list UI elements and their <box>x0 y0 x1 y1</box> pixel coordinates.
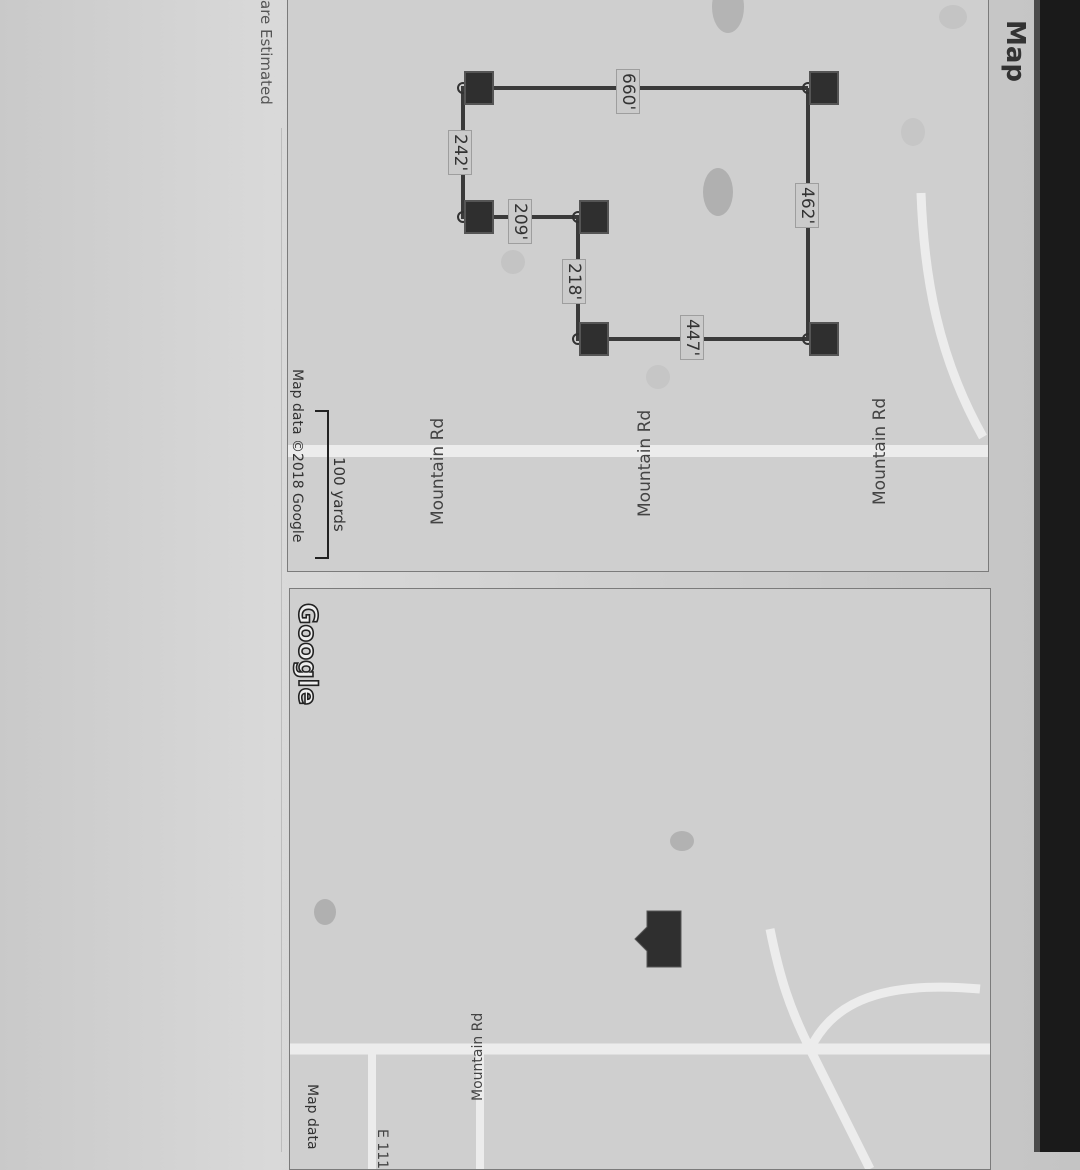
road-label-mountain-rd: Mountain Rd <box>470 1012 486 1101</box>
pond-shape <box>670 831 694 851</box>
flag-marker-icon[interactable] <box>457 71 494 105</box>
page-heading: Map <box>1000 20 1030 83</box>
desk-edge-shadow <box>1034 0 1040 1152</box>
road-mountain-rd <box>288 445 988 457</box>
map-attribution: Map data ©2018 Google <box>289 369 305 543</box>
flag-marker-icon[interactable] <box>457 200 494 234</box>
side-road <box>805 1046 875 1169</box>
road-label-mountain-rd: Mountain Rd <box>428 417 448 525</box>
road-label-mountain-rd: Mountain Rd <box>870 397 890 505</box>
terrain-patch <box>939 5 967 29</box>
pond-shape <box>703 168 733 216</box>
house-marker-icon[interactable] <box>634 910 682 968</box>
terrain-patch <box>901 118 925 146</box>
boundary-line <box>461 86 810 341</box>
flag-marker-icon[interactable] <box>802 71 839 105</box>
map-1-canvas <box>288 0 988 457</box>
terrain-patch <box>501 250 525 274</box>
google-logo: Google <box>291 602 323 706</box>
flag-marker-icon[interactable] <box>572 322 609 356</box>
pond-shape <box>712 0 744 33</box>
scale-label: 100 yards <box>330 457 348 532</box>
pond-shape <box>314 899 336 925</box>
side-road <box>916 192 987 440</box>
map-attribution: Map data <box>304 1084 320 1150</box>
side-road <box>765 928 981 1060</box>
footnote-text: are Estimated <box>257 0 275 105</box>
desk-edge <box>1034 0 1080 1152</box>
flag-marker-icon[interactable] <box>572 200 609 234</box>
road-label-mountain-rd: Mountain Rd <box>635 409 655 517</box>
property-boundary-map[interactable]: 660' 462' 242' 209' 218' 447' Mounta <box>287 0 989 572</box>
map-2-canvas <box>290 831 990 1169</box>
location-overview-map[interactable]: Google Mountain Rd E 1116 Map data <box>289 588 991 1170</box>
road-label-e-1116: E 1116 <box>374 1129 390 1170</box>
marker-layer <box>457 71 839 356</box>
flag-marker-icon[interactable] <box>802 322 839 356</box>
terrain-patch <box>646 365 670 389</box>
footnote-divider <box>281 128 282 1152</box>
scale-bar <box>315 410 329 559</box>
